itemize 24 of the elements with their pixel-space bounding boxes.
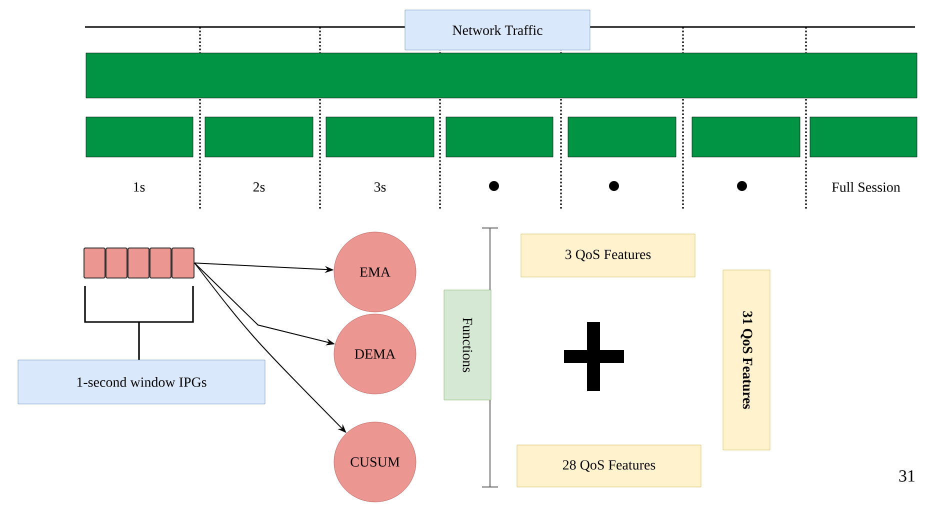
traffic-bar [86,116,194,158]
time-label: Full Session [832,182,900,192]
label-box: Functions [444,290,492,400]
traffic-bar [568,116,676,158]
traffic-bar [326,116,434,158]
page-number: 31 [899,470,914,482]
title-box: Network Traffic [404,10,590,50]
time-label: 2s [253,182,265,192]
packet-box [84,248,106,278]
time-label: 1s [134,182,145,192]
packet-box [150,248,172,278]
feature-box: 31 QoS Features [722,270,770,450]
packet-box [172,248,194,278]
traffic-bar [86,52,918,98]
traffic-bar [204,116,314,158]
traffic-bar [692,116,800,158]
feature-box: 28 QoS Features [516,444,702,488]
packet-box [106,248,128,278]
packet-box [128,248,150,278]
window-box: 1-second window IPGs [18,360,266,404]
time-label: 3s [374,182,386,192]
feature-box: 3 QoS Features [520,234,696,278]
traffic-bar [446,116,554,158]
traffic-bar [810,116,918,158]
